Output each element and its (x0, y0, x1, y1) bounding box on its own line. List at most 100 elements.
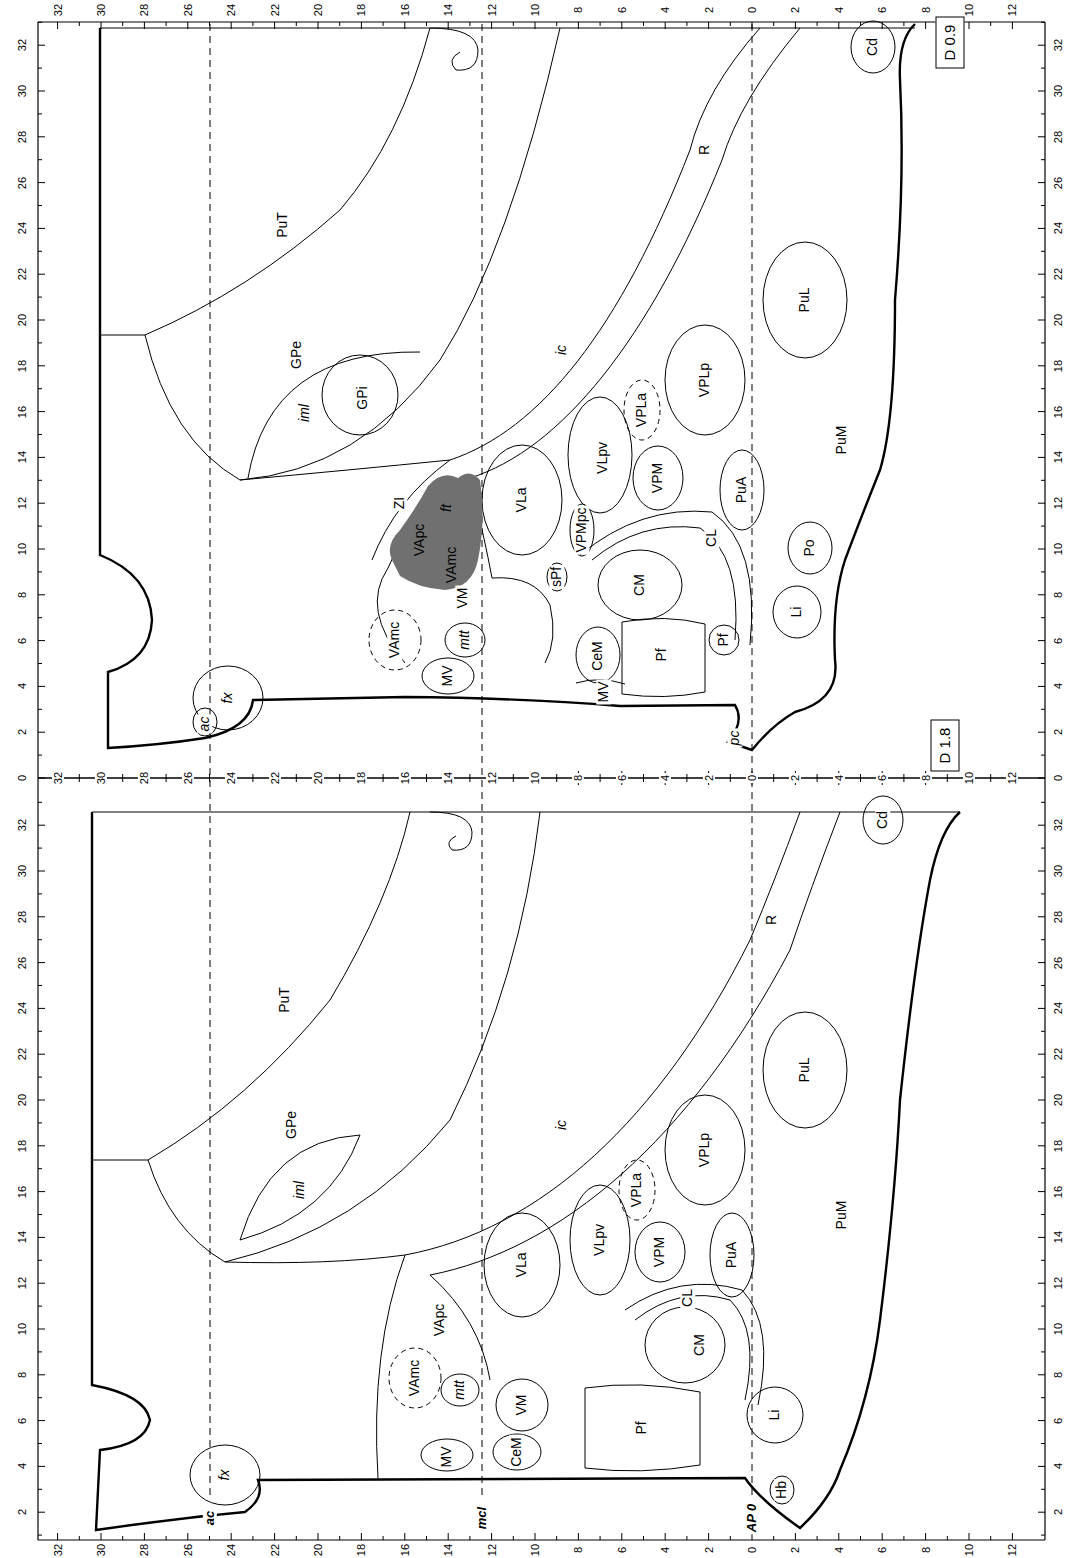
axis-number: 22 (16, 1046, 28, 1062)
axis-number: 6 (16, 636, 28, 646)
region-border (430, 812, 840, 1275)
axis-number: 30 (95, 1542, 107, 1558)
axis-number: 4 (833, 773, 845, 783)
axis-frame (38, 22, 1045, 1540)
section-level: D 1.8 (937, 727, 954, 763)
nucleus-outline (369, 610, 421, 670)
region-label: Po (802, 537, 817, 558)
axis-number: 18 (16, 358, 28, 374)
nucleus-outline (773, 586, 821, 638)
region-label: iml (292, 1179, 307, 1201)
nucleus-outline (635, 1222, 685, 1282)
axis-line (38, 1539, 1045, 1540)
mcl-line (482, 24, 483, 1500)
axis-number: 12 (1006, 1542, 1018, 1558)
axis-number: 12 (1052, 1275, 1064, 1291)
axis-number: 26 (182, 1542, 194, 1558)
nucleus-outline (645, 1307, 725, 1383)
axis-number: 14 (16, 1229, 28, 1245)
region-border (145, 335, 240, 480)
axis-number: 2 (1052, 1507, 1064, 1517)
region-label: PuA (724, 1240, 739, 1270)
region-label: VPLp (697, 361, 712, 399)
axis-number: 20 (312, 1542, 324, 1558)
region-label: fx (220, 691, 235, 706)
axis-number: 22 (16, 266, 28, 282)
axis-number: 0 (1052, 773, 1064, 783)
axis-number: 6 (16, 1416, 28, 1426)
region-border (430, 1275, 490, 1380)
region-label: Pf (654, 646, 669, 663)
axis-number: 30 (1052, 863, 1064, 879)
region-border (240, 28, 560, 480)
axis-number: 22 (269, 2, 281, 18)
nucleus-outline (665, 325, 745, 435)
axis-number: 28 (16, 909, 28, 925)
region-label: VPM (652, 1235, 667, 1269)
region-border (377, 568, 405, 663)
axis-number: 6 (876, 773, 888, 783)
axis-number: 12 (1052, 495, 1064, 511)
region-label: MV (440, 664, 455, 689)
axis-number: 24 (225, 1542, 237, 1558)
region-label: PuA (734, 475, 749, 505)
region-label: CeM (509, 1435, 524, 1469)
axis-number: 6 (1052, 636, 1064, 646)
region-border (492, 578, 553, 663)
axis-number: 22 (269, 770, 281, 786)
axis-number: 10 (963, 770, 975, 786)
nucleus-outline (863, 796, 903, 844)
region-border (450, 28, 760, 460)
region-label: CL (680, 1287, 695, 1309)
region-label: VAmc (407, 1358, 422, 1398)
region-label: GPe (289, 339, 304, 371)
axis-number: 10 (1052, 1321, 1064, 1337)
region-label: VPM (650, 461, 665, 495)
region-border (430, 812, 472, 850)
section-d09 (100, 21, 915, 750)
nucleus-outline (619, 1160, 655, 1220)
region-label: CeM (590, 639, 605, 673)
axis-tick (38, 22, 1045, 1540)
axis-number: 26 (16, 174, 28, 190)
region-label: Li (767, 1408, 782, 1423)
axis-number: 32 (52, 2, 64, 18)
axis-number: 6 (616, 5, 628, 15)
axis-number: 8 (1052, 590, 1064, 600)
axis-number: 16 (1052, 1183, 1064, 1199)
region-label: PuL (797, 286, 812, 315)
axis-number: 28 (138, 1542, 150, 1558)
axis-number: 16 (16, 1183, 28, 1199)
axis-number: 20 (1052, 1092, 1064, 1108)
nucleus-outline (568, 397, 632, 513)
axis-number: 12 (16, 1275, 28, 1291)
section-level: D 0.9 (942, 24, 959, 60)
reference-line-label: AP 0 (745, 1502, 759, 1534)
axis-number: 0 (746, 773, 758, 783)
axis-number: 2 (1052, 727, 1064, 737)
nucleus-outline (421, 1439, 473, 1471)
region-border (225, 812, 540, 1262)
axis-number: 14 (1052, 1229, 1064, 1245)
axis-number: 28 (16, 129, 28, 145)
axis-number: 22 (1052, 1046, 1064, 1062)
region-border (430, 28, 478, 70)
axis-number: 8 (572, 773, 584, 783)
region-border (592, 527, 736, 640)
nucleus-outline (710, 1213, 754, 1297)
axis-number: 30 (16, 83, 28, 99)
region-label: ac (197, 715, 212, 734)
axis-number: 24 (16, 220, 28, 236)
nucleus-outline (422, 658, 474, 694)
region-label: Cd (865, 36, 880, 58)
section-outline (92, 812, 960, 1530)
axis-number: 18 (1052, 358, 1064, 374)
axis-number: 20 (312, 770, 324, 786)
axis-number: 14 (442, 770, 454, 786)
region-label: VApc (432, 1302, 447, 1338)
region-label: VM (455, 586, 470, 611)
axis-number: 16 (399, 2, 411, 18)
region-label: ic (554, 1118, 569, 1132)
axis-number: 26 (182, 2, 194, 18)
